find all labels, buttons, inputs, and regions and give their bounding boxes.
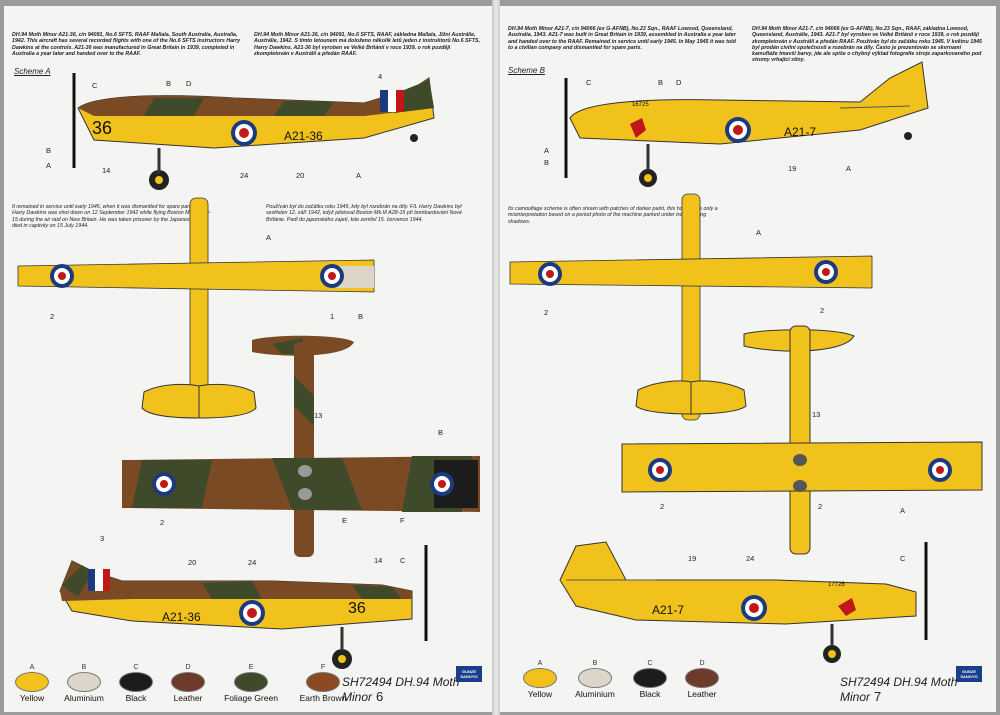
- serial-text-b2: A21-7: [652, 603, 684, 617]
- left-page: DH.94 Moth Minor A21-36, c/n 94091, No.6…: [4, 6, 492, 712]
- serial-text: A21-36: [284, 129, 323, 143]
- callout-3: 3: [100, 534, 105, 543]
- header-text-en-right: DH.94 Moth Minor A21-7, c/n 94066 (ex G-…: [508, 26, 736, 51]
- callout-d: D: [186, 79, 192, 88]
- top-view-a: [122, 335, 480, 557]
- callout-d-b: D: [676, 78, 682, 87]
- callout-c: C: [92, 81, 98, 90]
- header-text-en: DH.94 Moth Minor A21-36, c/n 94091, No.6…: [12, 32, 241, 57]
- serial-text-b: A21-7: [784, 125, 816, 139]
- callout-2: 2: [50, 312, 55, 321]
- callout-b: B: [166, 79, 172, 88]
- book-gutter: [492, 0, 500, 715]
- callout-24: 24: [240, 171, 249, 180]
- callout-24-b: 24: [746, 554, 755, 563]
- callout-a3: A: [266, 233, 272, 242]
- bottom-view-b: [509, 193, 873, 421]
- callout-b2: B: [46, 146, 52, 155]
- callout-2-b: 2: [544, 308, 549, 317]
- right-page: DH.94 Moth Minor A21-7, c/n 94066 (ex G-…: [500, 6, 996, 712]
- bottom-view-a: [17, 197, 375, 419]
- callout-a4-b: A: [900, 506, 906, 515]
- callout-4: 4: [378, 72, 383, 81]
- callout-c2: C: [400, 556, 406, 565]
- callout-b4: B: [438, 428, 444, 437]
- callout-c-b: C: [586, 78, 592, 87]
- callout-b-b: B: [658, 78, 664, 87]
- callout-a2: A: [356, 171, 362, 180]
- side-view-b-right: A21-7 17726: [559, 541, 928, 663]
- callout-2c-b: 2: [660, 502, 665, 511]
- fuselage-code-2: 36: [348, 600, 366, 617]
- callout-14b: 14: [374, 556, 383, 565]
- number-b: 17726: [828, 582, 845, 588]
- serial-text-2: A21-36: [162, 610, 201, 624]
- callout-e: E: [342, 516, 348, 525]
- top-view-b: [621, 325, 983, 555]
- callout-a2-b: A: [846, 164, 852, 173]
- middle-text-en-right: Its camouflage scheme is often shown wit…: [508, 206, 718, 225]
- side-view-a: 36 A21-36: [72, 73, 435, 190]
- header-text-cz: DH.94 Moth Minor A21-36, c/n 94091, No.6…: [254, 32, 481, 57]
- fuselage-code: 36: [92, 118, 112, 138]
- header-text-cz-right: DH.94 Moth Minor A21-7, c/n 94066 (ex G-…: [752, 26, 982, 64]
- side-view-a-right: A21-36 36: [59, 545, 428, 669]
- number-a: 16725: [632, 102, 649, 108]
- side-view-b: A21-7 16725: [564, 61, 929, 187]
- callout-f: F: [400, 516, 405, 525]
- callout-b2-b: B: [544, 158, 550, 167]
- callout-24b: 24: [248, 558, 257, 567]
- brand-logo-left: GUNZE SANGYO: [456, 666, 482, 682]
- callout-14: 14: [102, 166, 111, 175]
- callout-a: A: [46, 161, 52, 170]
- brand-logo-right: GUNZE SANGYO: [956, 666, 982, 682]
- scheme-label-right: Scheme B: [508, 66, 545, 75]
- callout-c2-b: C: [900, 554, 906, 563]
- callout-1: 1: [330, 312, 335, 321]
- callout-a-b: A: [544, 146, 550, 155]
- callout-19b: 19: [688, 554, 697, 563]
- callout-2d-b: 2: [818, 502, 823, 511]
- callout-19: 19: [788, 164, 797, 173]
- callout-13-b: 13: [812, 410, 821, 419]
- middle-text-cz: Používán byl do začátku roku 1945, kdy b…: [266, 204, 462, 223]
- middle-text-en: It remained in service until early 1945,…: [12, 204, 211, 229]
- scheme-label: Scheme A: [14, 67, 51, 76]
- callout-13: 13: [314, 411, 323, 420]
- callout-2b: 2: [160, 518, 165, 527]
- callout-20b: 20: [188, 558, 197, 567]
- callout-b3: B: [358, 312, 364, 321]
- callout-a3-b: A: [756, 228, 762, 237]
- callout-20: 20: [296, 171, 305, 180]
- callout-2b-b: 2: [820, 306, 825, 315]
